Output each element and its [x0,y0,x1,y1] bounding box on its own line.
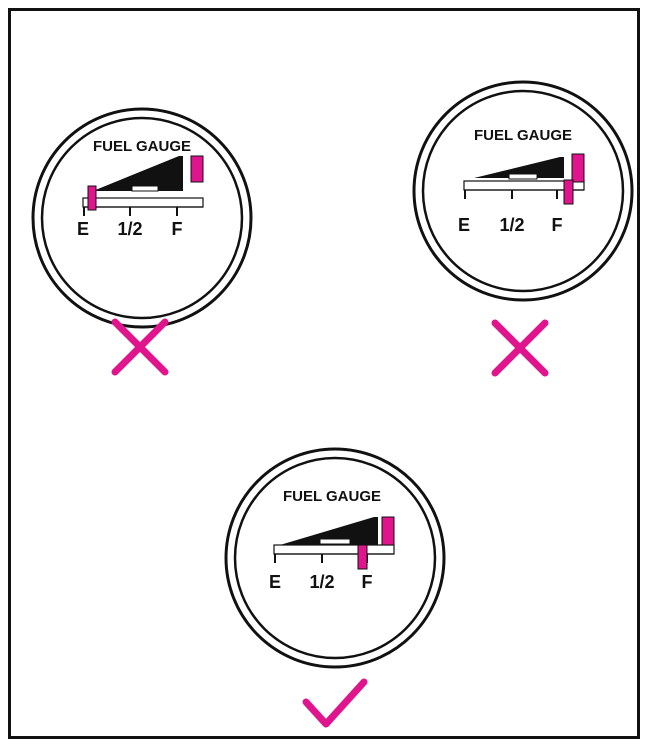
gauge-dial: FUEL GAUGE E 1/2 F [31,107,253,329]
wedge-notch [132,186,158,191]
check-icon [300,676,370,735]
wedge-notch [509,174,537,179]
gauge-title: FUEL GAUGE [93,138,191,155]
fuel-gauge-correct: FUEL GAUGE E 1/2 F [224,447,446,669]
label-empty: E [269,572,281,592]
needle-marker [88,186,96,210]
cross-icon [490,318,550,383]
gauge-dial: FUEL GAUGE E 1/2 F [412,80,634,302]
label-empty: E [458,215,470,235]
gauge-title: FUEL GAUGE [283,488,381,505]
fuel-gauge-full: FUEL GAUGE E 1/2 F [412,80,634,302]
label-full: F [552,215,563,235]
gauge-dial: FUEL GAUGE E 1/2 F [224,447,446,669]
label-empty: E [77,219,89,239]
gauge-track [274,545,394,554]
gauge-title: FUEL GAUGE [474,127,572,144]
fuel-gauge-empty: FUEL GAUGE E 1/2 F [31,107,253,329]
cross-icon [110,317,170,382]
needle-marker [358,545,367,569]
label-full: F [172,219,183,239]
reference-marker [191,156,203,182]
reference-marker [382,517,394,545]
label-half: 1/2 [309,572,334,592]
wedge-notch [320,539,350,544]
label-full: F [362,572,373,592]
label-half: 1/2 [499,215,524,235]
needle-marker [564,180,573,204]
label-half: 1/2 [117,219,142,239]
gauge-track [83,198,203,207]
reference-marker [572,154,584,182]
inner-ring [423,91,623,291]
